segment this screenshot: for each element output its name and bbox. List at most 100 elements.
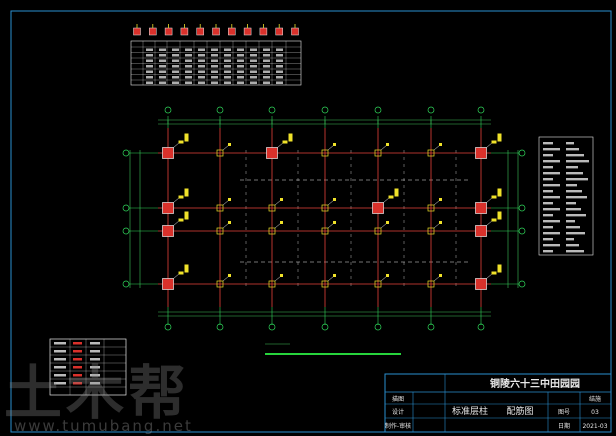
schedule-cell-text	[237, 59, 244, 62]
schedule-cell-text	[198, 65, 205, 68]
legend-text	[543, 202, 553, 205]
schedule-cell-text	[250, 70, 257, 73]
axis-bubble-top	[321, 106, 329, 114]
legend-text	[566, 250, 584, 253]
legend-text	[566, 184, 577, 187]
schedule-cell-text	[198, 59, 205, 62]
column-label-box	[184, 211, 189, 220]
legend-text	[566, 142, 574, 145]
schedule-cell-text	[159, 81, 166, 84]
schedule-cell-text	[276, 70, 283, 73]
legend-text	[566, 238, 574, 241]
schedule-cell-text	[250, 81, 257, 84]
schedule-cell-text	[224, 81, 231, 84]
column-label-box	[184, 264, 189, 273]
legend-text	[566, 220, 575, 223]
schedule-cell-text	[146, 65, 153, 68]
drawing-name-right: 配筋图	[506, 405, 533, 417]
column	[268, 204, 276, 212]
small-table-text	[90, 358, 100, 361]
schedule-cell-text	[263, 81, 270, 84]
schedule-cell-text	[146, 81, 153, 84]
column	[427, 149, 435, 157]
small-table-text	[54, 382, 66, 385]
column	[321, 227, 329, 235]
schedule-cell-text	[250, 54, 257, 57]
schedule-cell-text	[276, 59, 283, 62]
schedule-cell-text	[237, 81, 244, 84]
schedule-icon-8	[243, 27, 252, 36]
schedule-cell-text	[159, 59, 166, 62]
column-tag	[178, 140, 184, 144]
axis-bubble-left	[122, 149, 130, 157]
schedule-cell-text	[185, 54, 192, 57]
column-label-box	[497, 188, 502, 197]
column	[266, 147, 278, 159]
legend-text	[566, 232, 585, 235]
schedule-cell-text	[198, 76, 205, 79]
small-table-text	[54, 366, 66, 369]
column	[475, 147, 487, 159]
schedule-icon-5	[196, 27, 204, 36]
column-tag	[228, 198, 231, 201]
schedule-cell-text	[224, 65, 231, 68]
column-tag	[280, 221, 283, 224]
schedule-cell-text	[211, 48, 218, 51]
small-table-text	[54, 374, 66, 377]
column-label-box	[497, 133, 502, 142]
schedule-cell-text	[185, 59, 192, 62]
schedule-cell-text	[198, 81, 205, 84]
legend-text	[543, 160, 560, 163]
schedule-icon-10	[275, 27, 283, 36]
column-tag	[178, 218, 184, 222]
column-tag	[491, 271, 497, 275]
legend-text	[566, 202, 576, 205]
small-table-mark	[73, 350, 82, 353]
small-table-text	[90, 366, 100, 369]
project-title: 铜陵六十三中田园园	[490, 377, 580, 390]
legend-content	[543, 142, 589, 253]
column-tag	[491, 195, 497, 199]
watermark-url: www.tumubang.net	[14, 417, 193, 435]
column-tag	[333, 274, 336, 277]
column-layout-plan	[122, 106, 526, 331]
legend-text	[543, 220, 560, 223]
column-tag	[388, 195, 394, 199]
schedule-cell-text	[224, 54, 231, 57]
column-label-box	[184, 188, 189, 197]
tb-date-value: 2021-03	[582, 423, 607, 430]
schedule-cell-text	[211, 76, 218, 79]
schedule-icon-9	[259, 27, 268, 36]
schedule-icon-11	[291, 27, 299, 36]
column	[216, 204, 224, 212]
column-label-box	[288, 133, 293, 142]
schedule-cell-text	[250, 48, 257, 51]
small-table-mark	[73, 358, 82, 361]
column-tag	[280, 198, 283, 201]
small-table-mark	[73, 342, 82, 345]
schedule-cell-text	[263, 48, 270, 51]
axis-bubble-top	[216, 106, 224, 114]
schedule-cell-text	[172, 76, 179, 79]
axis-bubble-bottom	[216, 323, 224, 331]
small-table-mark	[73, 366, 82, 369]
small-table-text	[54, 350, 66, 353]
column	[216, 149, 224, 157]
legend-text	[566, 190, 582, 193]
axis-bubble-right	[518, 227, 526, 235]
schedule-cell-text	[237, 54, 244, 57]
column-label-box	[184, 133, 189, 142]
schedule-cell-text	[198, 70, 205, 73]
legend-text	[543, 172, 560, 175]
column	[374, 227, 382, 235]
axis-bubble-bottom	[321, 323, 329, 331]
watermark: 土木帮 www.tumubang.net	[4, 359, 193, 435]
column-tag	[439, 221, 442, 224]
legend-text	[543, 178, 553, 181]
column	[216, 227, 224, 235]
column-tag	[280, 274, 283, 277]
column	[374, 280, 382, 288]
watermark-logo: 土木帮	[4, 359, 190, 427]
tb-role-value: 结施	[589, 395, 601, 403]
